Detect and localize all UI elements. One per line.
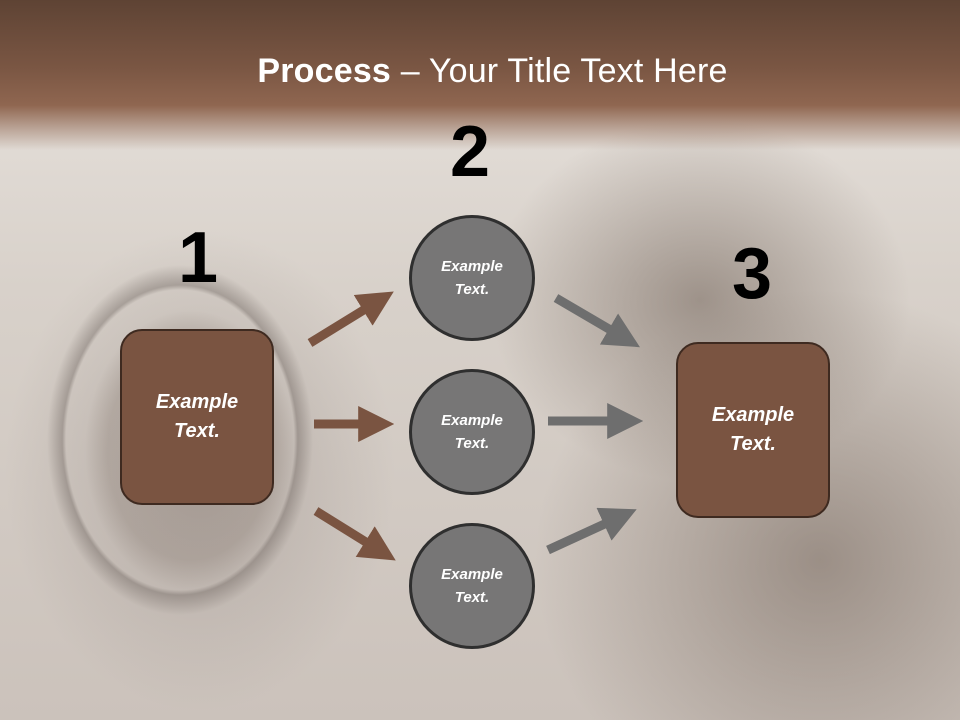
step-1-box: Example Text. bbox=[120, 329, 274, 505]
step-number-1: 1 bbox=[178, 218, 219, 298]
title-bold: Process bbox=[257, 52, 392, 90]
step-1-text: Example Text. bbox=[155, 391, 239, 442]
arrow-1-to-top bbox=[307, 291, 394, 347]
arrow-1-to-bottom bbox=[313, 507, 396, 561]
title-rest: – Your Title Text Here bbox=[391, 52, 728, 90]
title-bar bbox=[0, 0, 960, 150]
middle-node-3-text: Example Text. bbox=[441, 566, 503, 606]
middle-node-1: Example Text. bbox=[409, 215, 535, 341]
slide-title: Process – Your Title Text Here bbox=[0, 52, 960, 91]
step-3-text: Example Text. bbox=[711, 404, 795, 455]
middle-node-2: Example Text. bbox=[409, 369, 535, 495]
step-3-box: Example Text. bbox=[676, 342, 830, 518]
middle-node-3: Example Text. bbox=[409, 523, 535, 649]
arrow-bottom-to-3 bbox=[546, 507, 637, 555]
arrow-top-to-3 bbox=[553, 294, 640, 348]
step-number-2: 2 bbox=[450, 112, 491, 192]
middle-node-1-text: Example Text. bbox=[441, 258, 503, 298]
step-number-3: 3 bbox=[732, 234, 773, 314]
middle-node-2-text: Example Text. bbox=[441, 412, 503, 452]
